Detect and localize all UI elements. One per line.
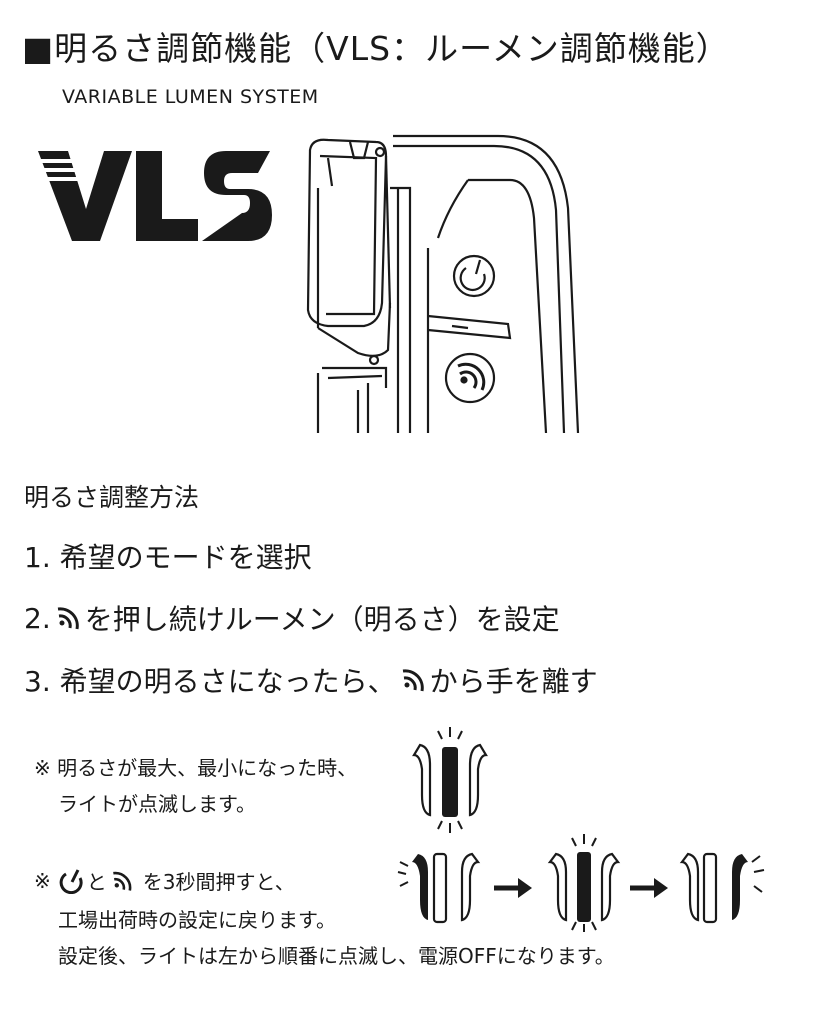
step-2-prefix: 2. (24, 601, 51, 635)
step-1: 1. 希望のモードを選択 (24, 536, 312, 576)
step-3: 3. 希望の明るさになったら、 から手を離す (24, 660, 598, 700)
vls-button-icon (57, 607, 79, 630)
step-3-suffix: から手を離す (429, 665, 598, 698)
note-2-mark: ※ (34, 868, 51, 893)
vls-button-icon (402, 669, 424, 692)
note-2-line-1: ※ と を3秒間押すと、 (34, 866, 295, 895)
note-2-line-2: 工場出荷時の設定に戻ります。 (58, 908, 336, 932)
power-icon (59, 868, 83, 894)
vls-button-icon (112, 871, 132, 891)
note-1-line-1: ※ 明るさが最大、最小になった時、 (34, 756, 358, 780)
step-2: 2. を押し続けルーメン（明るさ）を設定 (24, 598, 560, 638)
page-title: ■明るさ調節機能（VLS：ルーメン調節機能） (22, 29, 730, 68)
method-heading: 明るさ調整方法 (24, 483, 200, 512)
flash-sequence (397, 834, 765, 932)
step-3-prefix: 3. 希望の明るさになったら、 (24, 665, 396, 698)
step-1-text: 1. 希望のモードを選択 (24, 541, 312, 574)
device-illustration (306, 134, 580, 434)
step-2-suffix: を押し続けルーメン（明るさ）を設定 (84, 603, 560, 636)
arrow-right-icon (494, 878, 532, 898)
page-subtitle: VARIABLE LUMEN SYSTEM (62, 86, 319, 108)
vls-logo (38, 151, 272, 241)
note-2-and: と (86, 870, 107, 894)
light-bar-icon (397, 852, 481, 924)
light-bar-icon (679, 852, 765, 924)
note-1-line-2: ライトが点滅します。 (58, 792, 256, 816)
arrow-right-icon (630, 878, 668, 898)
light-bar-icon (547, 834, 621, 932)
note-2-line-3: 設定後、ライトは左から順番に点滅し、電源OFFになります。 (58, 944, 615, 968)
note-2-line-1-suffix: を3秒間押すと、 (142, 870, 295, 894)
light-bar-flashing-icon (412, 727, 488, 833)
